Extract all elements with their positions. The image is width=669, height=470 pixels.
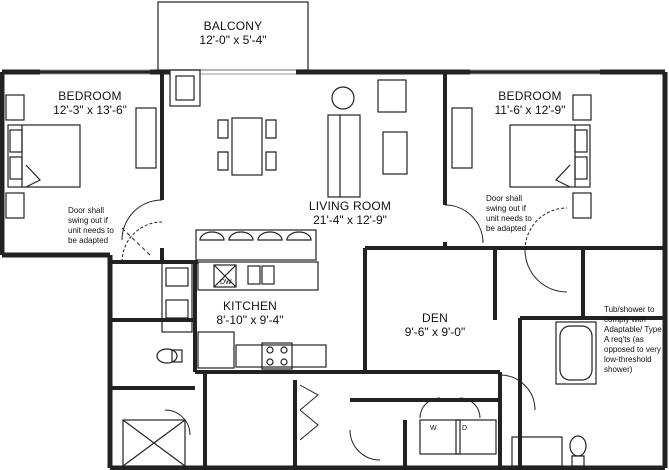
living-furniture <box>169 69 408 261</box>
exterior-walls <box>0 69 668 470</box>
bar-stools <box>199 231 312 241</box>
windows <box>40 69 600 75</box>
note-line: swing out if <box>486 204 527 213</box>
note-line: Tub/shower to <box>604 305 655 314</box>
kitchen-label: KITCHEN 8'-10" x 9'-4" <box>205 299 295 328</box>
bed-left <box>5 94 157 219</box>
balcony-dims: 12'-0" x 5'-4" <box>199 32 267 47</box>
bedroom-left-name: BEDROOM <box>58 89 122 103</box>
note-line: low-threshold <box>604 355 652 364</box>
note-line: opposed to very <box>604 345 661 354</box>
note-line: comply with <box>604 315 646 324</box>
bed-right <box>451 94 592 219</box>
kitchen-fixtures <box>197 261 327 370</box>
note-line: be adapted <box>486 224 527 233</box>
door-note-right: Door shall swing out if unit needs to be… <box>486 194 532 234</box>
kitchen-dims: 8'-10" x 9'-4" <box>216 312 284 327</box>
bedroom-left-label: BEDROOM 12'-3" x 13'-6" <box>30 89 150 118</box>
den-dims: 9'-6" x 9'-0" <box>404 324 466 339</box>
note-line: Adaptable/ Type <box>604 325 662 334</box>
bath-right <box>511 321 597 467</box>
tub-note: Tub/shower to comply with Adaptable/ Typ… <box>604 305 662 375</box>
note-line: Door shall <box>68 206 105 215</box>
interior-walls <box>112 72 665 468</box>
bath-left <box>122 261 193 467</box>
laundry <box>419 419 497 455</box>
balcony-name: BALCONY <box>203 19 263 33</box>
bedroom-right-label: BEDROOM 11'-6' x 12'-9" <box>470 89 590 118</box>
living-room-name: LIVING ROOM <box>308 199 392 213</box>
note-line: unit needs to <box>486 214 532 223</box>
note-line: A req'ts (as <box>604 335 644 344</box>
kitchen-name: KITCHEN <box>222 299 278 313</box>
bedroom-right-dims: 11'-6' x 12'-9" <box>494 102 566 117</box>
door-note-left: Door shall swing out if unit needs to be… <box>68 206 114 246</box>
note-line: Door shall <box>486 194 523 203</box>
dishwasher-label: DW <box>220 279 232 286</box>
bedroom-left-dims: 12'-3" x 13'-6" <box>53 102 127 117</box>
note-line: unit needs to <box>68 226 114 235</box>
doors <box>121 199 568 461</box>
note-line: shower) <box>604 365 633 374</box>
living-room-label: LIVING ROOM 21'-4" x 12'-9" <box>290 199 410 228</box>
balcony-label: BALCONY 12'-0" x 5'-4" <box>158 19 308 48</box>
washer-label: W <box>430 425 437 432</box>
dryer-label: D <box>462 425 468 432</box>
note-line: swing out if <box>68 216 109 225</box>
living-room-dims: 21'-4" x 12'-9" <box>313 212 387 227</box>
bedroom-right-name: BEDROOM <box>498 89 562 103</box>
note-line: be adapted <box>68 236 109 245</box>
den-label: DEN 9'-6" x 9'-0" <box>385 311 485 340</box>
den-name: DEN <box>422 311 448 325</box>
